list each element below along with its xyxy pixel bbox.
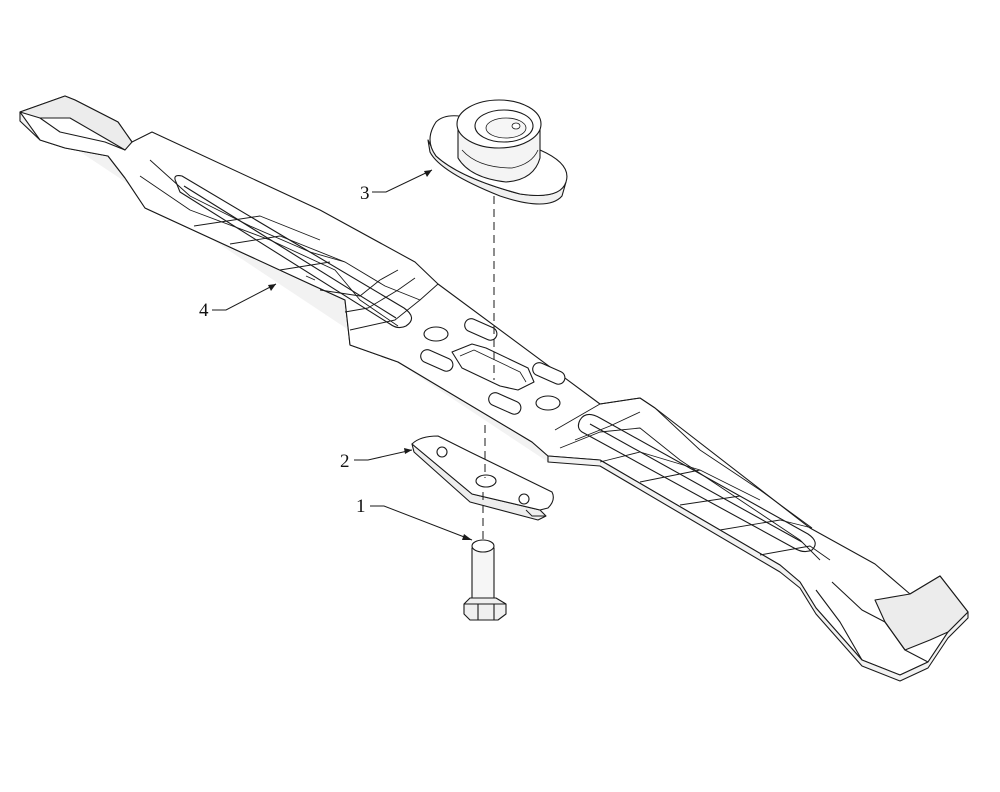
callout-labels: 1 2 3 4 [199,183,370,517]
plate-center-hole [476,475,496,487]
plate-tab [526,510,546,516]
blade-right-bevel-line-2 [816,590,862,660]
blade-oval-slot-3 [531,361,567,387]
bolt-head [464,598,506,620]
blade-center-holes [419,317,567,417]
arrowhead-1 [462,534,472,540]
blade-right-thickness [548,456,968,681]
blade-left-bevel-line [40,118,125,150]
bolt [464,540,506,620]
blade-right-bevel-line [832,582,928,662]
mower-blade [20,96,968,681]
arrowhead-3 [424,170,432,177]
blade-oval-slot-2 [419,348,455,374]
leader-3 [372,169,433,193]
blade-round-hole-bottom [536,396,560,410]
blade-left-ribs [140,160,438,330]
arrowhead-4 [268,284,276,291]
blade-center-keyhole-inner [460,350,526,382]
blade-right-ribs [555,398,830,560]
adapter-key-notch [512,123,520,129]
adapter-boss-hole-inner [486,118,526,138]
blade-left-bevel [20,96,132,150]
blade-left-slot [175,176,412,328]
callout-leaders [212,169,473,541]
bolt-tip [472,540,494,552]
arrowhead-2 [404,448,412,454]
callout-label-4: 4 [199,300,209,321]
plate-hole-right [519,494,529,504]
blade-round-hole-top [424,327,448,341]
blade-center-keyhole [452,344,534,390]
assembly-axis-lines [482,196,495,540]
leader-1 [370,505,473,541]
plate-hole-left [437,447,447,457]
blade-oval-slot-1 [463,317,499,343]
callout-label-1: 1 [356,496,366,517]
plate-top [412,436,553,510]
callout-arrowheads [268,170,472,540]
callout-label-2: 2 [340,451,350,472]
leader-2 [354,449,413,461]
adapter-boss-shadow [462,150,538,168]
blade-right-bevel [875,576,968,650]
callout-label-3: 3 [360,183,370,204]
blade-oval-slot-4 [487,391,523,417]
leader-4 [212,283,277,311]
blade-adapter [428,100,567,204]
